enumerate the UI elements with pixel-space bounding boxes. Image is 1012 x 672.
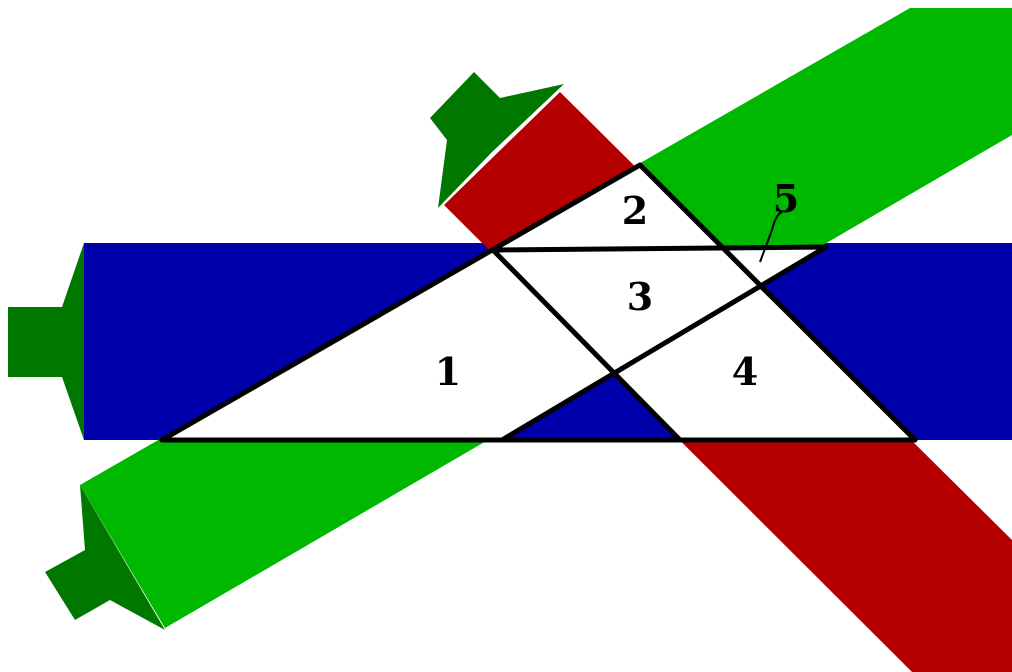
region-label-3: 3 xyxy=(627,274,653,319)
region-label-1: 1 xyxy=(435,349,461,394)
region-label-2: 2 xyxy=(622,188,648,233)
arrow-blue-band xyxy=(8,243,84,440)
region-label-4: 4 xyxy=(732,349,758,394)
region-label-5: 5 xyxy=(773,176,799,221)
outline-top-chord xyxy=(493,247,826,250)
